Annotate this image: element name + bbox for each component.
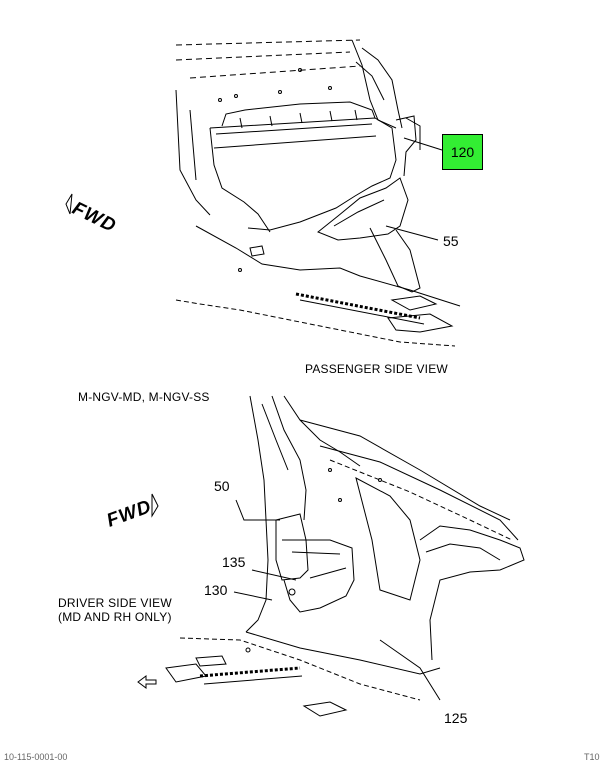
callout-125: 125 [444, 710, 468, 726]
callout-130: 130 [204, 582, 228, 598]
driver-side-drawing [165, 395, 525, 717]
model-label: M-NGV-MD, M-NGV-SS [78, 390, 210, 404]
part-120-highlight[interactable]: 120 [442, 134, 483, 170]
footer-right-code: T10 [584, 752, 600, 762]
top-fwd-arrow [65, 193, 73, 215]
callout-135: 135 [222, 554, 246, 570]
passenger-side-drawing [175, 39, 461, 347]
footer-left-code: 10-115-0001-00 [4, 752, 68, 762]
callout-50: 50 [214, 478, 230, 494]
passenger-side-caption: PASSENGER SIDE VIEW [305, 362, 448, 376]
left-arrow-icon [137, 675, 157, 689]
driver-side-caption-line2: (MD AND RH ONLY) [58, 610, 172, 624]
bottom-fwd-arrow [151, 493, 159, 518]
driver-side-caption-line1: DRIVER SIDE VIEW [58, 596, 172, 610]
callout-120: 120 [450, 144, 475, 160]
callout-55: 55 [443, 233, 459, 249]
